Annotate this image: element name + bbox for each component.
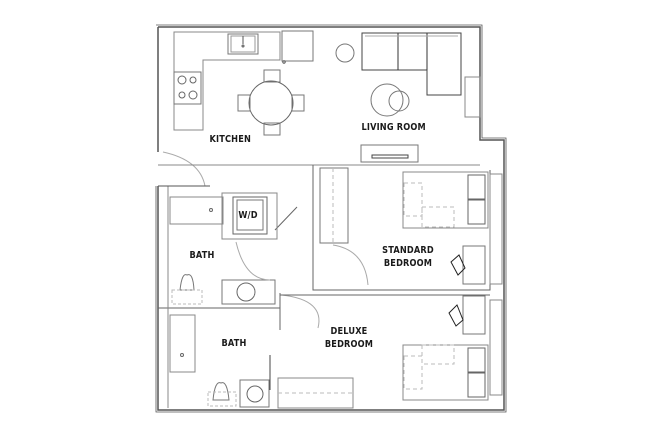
toilet-2 <box>212 382 230 401</box>
vanity-2 <box>239 379 270 408</box>
dining-table <box>248 80 294 126</box>
kitchen-label: KITCHEN <box>209 134 251 145</box>
kitchen-counter <box>173 31 281 131</box>
side-table <box>335 43 355 63</box>
bath-2-label: BATH <box>221 338 247 349</box>
standard-bedroom-label-line2: BEDROOM <box>383 258 433 269</box>
bathtub-1 <box>169 196 224 225</box>
vanity-1 <box>221 279 276 305</box>
window-bedroom-1 <box>489 173 503 285</box>
coffee-table <box>370 83 404 117</box>
tv-console <box>360 144 419 163</box>
desk-deluxe <box>462 295 486 335</box>
desk-standard <box>462 245 486 285</box>
living-room-label: LIVING ROOM <box>361 122 426 133</box>
deluxe-bedroom-label-line1: DELUXE <box>330 326 368 337</box>
sectional-sofa <box>361 32 462 96</box>
bathtub-2 <box>169 314 196 373</box>
stove <box>173 71 202 105</box>
standard-bedroom-label-line1: STANDARD <box>382 245 434 256</box>
fridge <box>281 30 314 62</box>
chair-deluxe <box>448 304 464 327</box>
bath-1-label: BATH <box>189 250 215 261</box>
window-bedroom-2 <box>489 299 503 396</box>
sink <box>227 33 259 55</box>
window-living <box>464 76 481 118</box>
closet-standard <box>319 167 349 244</box>
deluxe-bedroom-label-line2: BEDROOM <box>324 339 374 350</box>
outer-wall <box>157 26 505 411</box>
washer-dryer-label: W/D <box>238 210 258 221</box>
toilet-1 <box>179 274 195 291</box>
chair-standard <box>450 254 466 276</box>
bed-standard <box>402 171 489 229</box>
washer-dryer <box>232 196 268 235</box>
